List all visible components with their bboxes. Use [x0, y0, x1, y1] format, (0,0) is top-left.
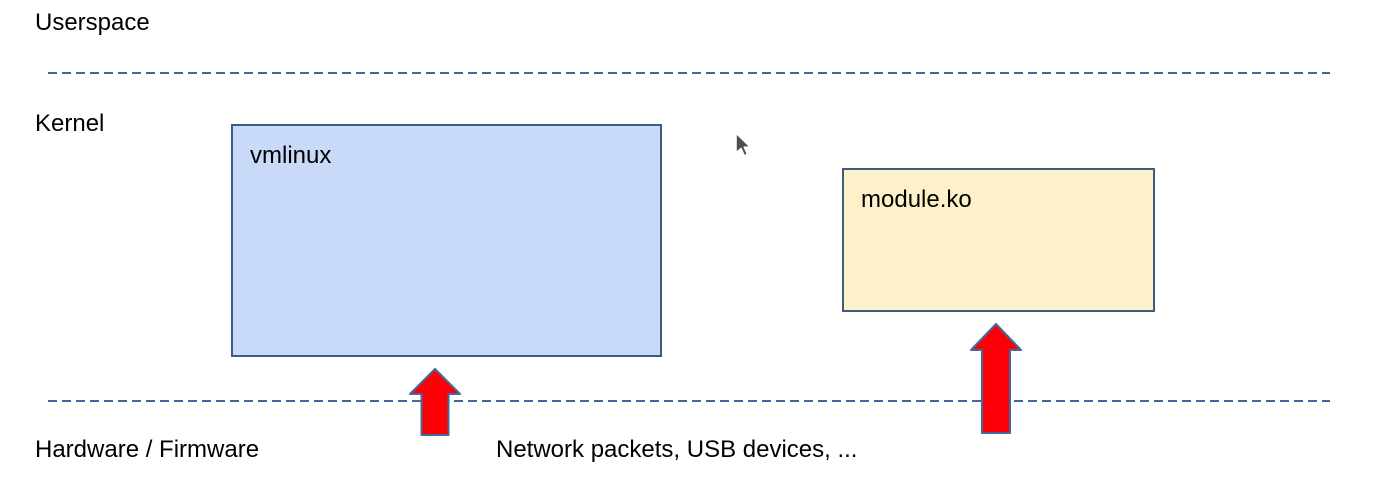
- vmlinux-box: vmlinux: [231, 124, 662, 357]
- up-arrow-to-module-icon: [970, 323, 1022, 434]
- module-ko-label: module.ko: [861, 186, 972, 213]
- module-ko-box: module.ko: [842, 168, 1155, 312]
- kernel-hardware-separator: [48, 400, 1330, 402]
- up-arrow-to-vmlinux-icon: [409, 368, 461, 436]
- userspace-kernel-separator: [48, 72, 1330, 74]
- mouse-pointer-icon: [735, 132, 752, 157]
- kernel-label: Kernel: [35, 110, 105, 137]
- events-label: Network packets, USB devices, ...: [496, 436, 858, 463]
- vmlinux-label: vmlinux: [250, 142, 332, 169]
- hardware-firmware-label: Hardware / Firmware: [35, 436, 260, 463]
- userspace-label: Userspace: [35, 9, 150, 36]
